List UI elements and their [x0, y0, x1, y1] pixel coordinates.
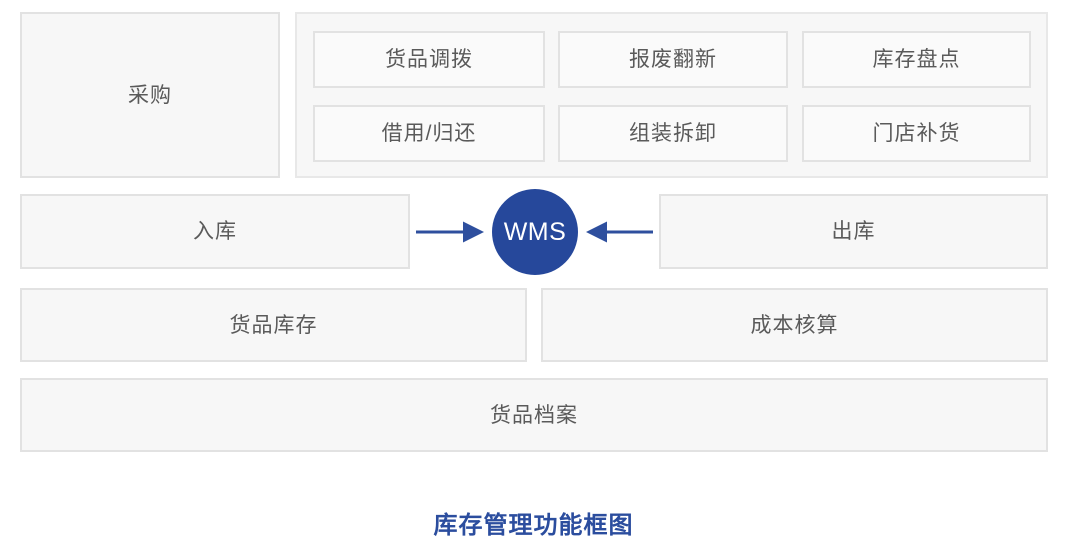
node-outbound[interactable]: 出库 — [659, 194, 1048, 269]
node-scrap-refurbish[interactable]: 报废翻新 — [558, 31, 788, 88]
node-goods-archive[interactable]: 货品档案 — [20, 378, 1048, 452]
node-cost-accounting-label: 成本核算 — [750, 313, 839, 337]
node-inbound[interactable]: 入库 — [20, 194, 410, 269]
node-outbound-label: 出库 — [831, 220, 876, 243]
node-inbound-label: 入库 — [193, 220, 237, 243]
node-scrap-refurbish-label: 报废翻新 — [629, 48, 717, 71]
node-wms-hub-label: WMS — [503, 217, 567, 246]
node-goods-transfer-label: 货品调拨 — [385, 48, 473, 71]
node-procurement-label: 采购 — [128, 83, 172, 107]
node-wms-hub[interactable]: WMS — [492, 189, 578, 275]
node-stock-taking[interactable]: 库存盘点 — [802, 31, 1031, 88]
diagram-caption: 库存管理功能框图 — [433, 512, 634, 539]
node-borrow-return-label: 借用/归还 — [381, 122, 477, 145]
node-goods-inventory-label: 货品库存 — [229, 313, 318, 337]
node-store-replenishment-label: 门店补货 — [872, 122, 961, 145]
node-goods-inventory[interactable]: 货品库存 — [20, 288, 527, 362]
node-goods-archive-label: 货品档案 — [490, 403, 578, 427]
node-borrow-return[interactable]: 借用/归还 — [313, 105, 545, 162]
node-stock-taking-label: 库存盘点 — [872, 48, 961, 71]
node-assemble-disassemble[interactable]: 组装拆卸 — [558, 105, 788, 162]
node-assemble-disassemble-label: 组装拆卸 — [629, 122, 717, 145]
node-goods-transfer[interactable]: 货品调拨 — [313, 31, 545, 88]
node-procurement[interactable]: 采购 — [20, 12, 280, 178]
node-store-replenishment[interactable]: 门店补货 — [802, 105, 1031, 162]
node-cost-accounting[interactable]: 成本核算 — [541, 288, 1048, 362]
